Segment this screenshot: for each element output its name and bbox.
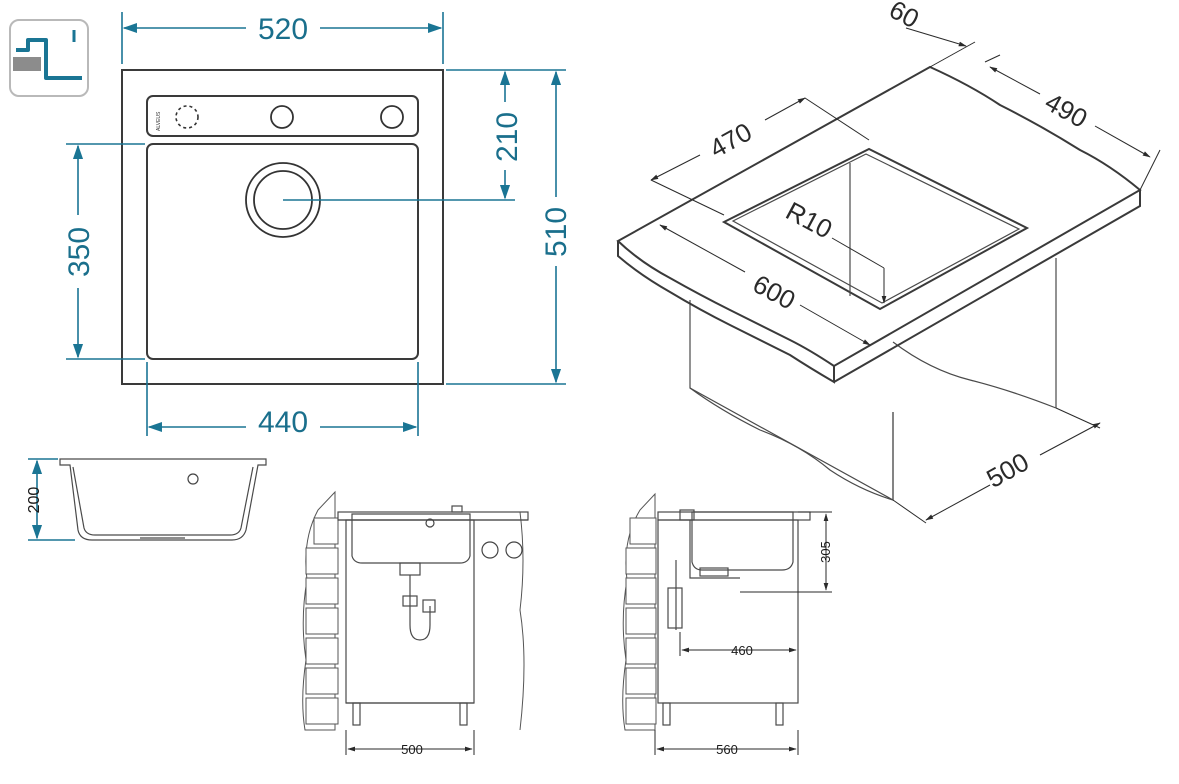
dim-490: 490 (1040, 86, 1092, 133)
dim-500: 500 (981, 446, 1033, 493)
dim-bowl-350: 350 (63, 227, 96, 277)
dim-radius-r10: R10 (781, 196, 837, 245)
dim-600: 600 (748, 269, 800, 316)
sink-isometric-view: R10 60 490 470 600 500 (616, 0, 1161, 524)
dim-cabinet-560: 560 (716, 742, 738, 757)
dim-width-440: 440 (258, 406, 308, 439)
sink-top-view: ALVEUS 520 440 350 510 210 (63, 12, 573, 439)
dim-60: 60 (884, 0, 924, 34)
brand-mark: ALVEUS (156, 111, 162, 131)
undermount-profile-icon (9, 19, 89, 97)
cabinet-front-view: 500 (302, 490, 529, 757)
dim-width-520: 520 (258, 13, 308, 46)
dim-depth-200: 200 (26, 487, 43, 514)
dim-cabinet-500: 500 (401, 742, 423, 757)
cabinet-side-view: 305 460 560 (622, 492, 833, 757)
dim-height-305: 305 (818, 541, 833, 563)
sink-side-profile: 200 (26, 458, 267, 541)
dim-470: 470 (704, 116, 756, 163)
dim-drain-210: 210 (491, 112, 524, 162)
tap-hole-optional (175, 105, 199, 129)
dim-height-510: 510 (540, 207, 573, 257)
overflow-hole (380, 105, 404, 129)
dim-depth-460: 460 (731, 643, 753, 658)
tap-hole (270, 105, 294, 129)
